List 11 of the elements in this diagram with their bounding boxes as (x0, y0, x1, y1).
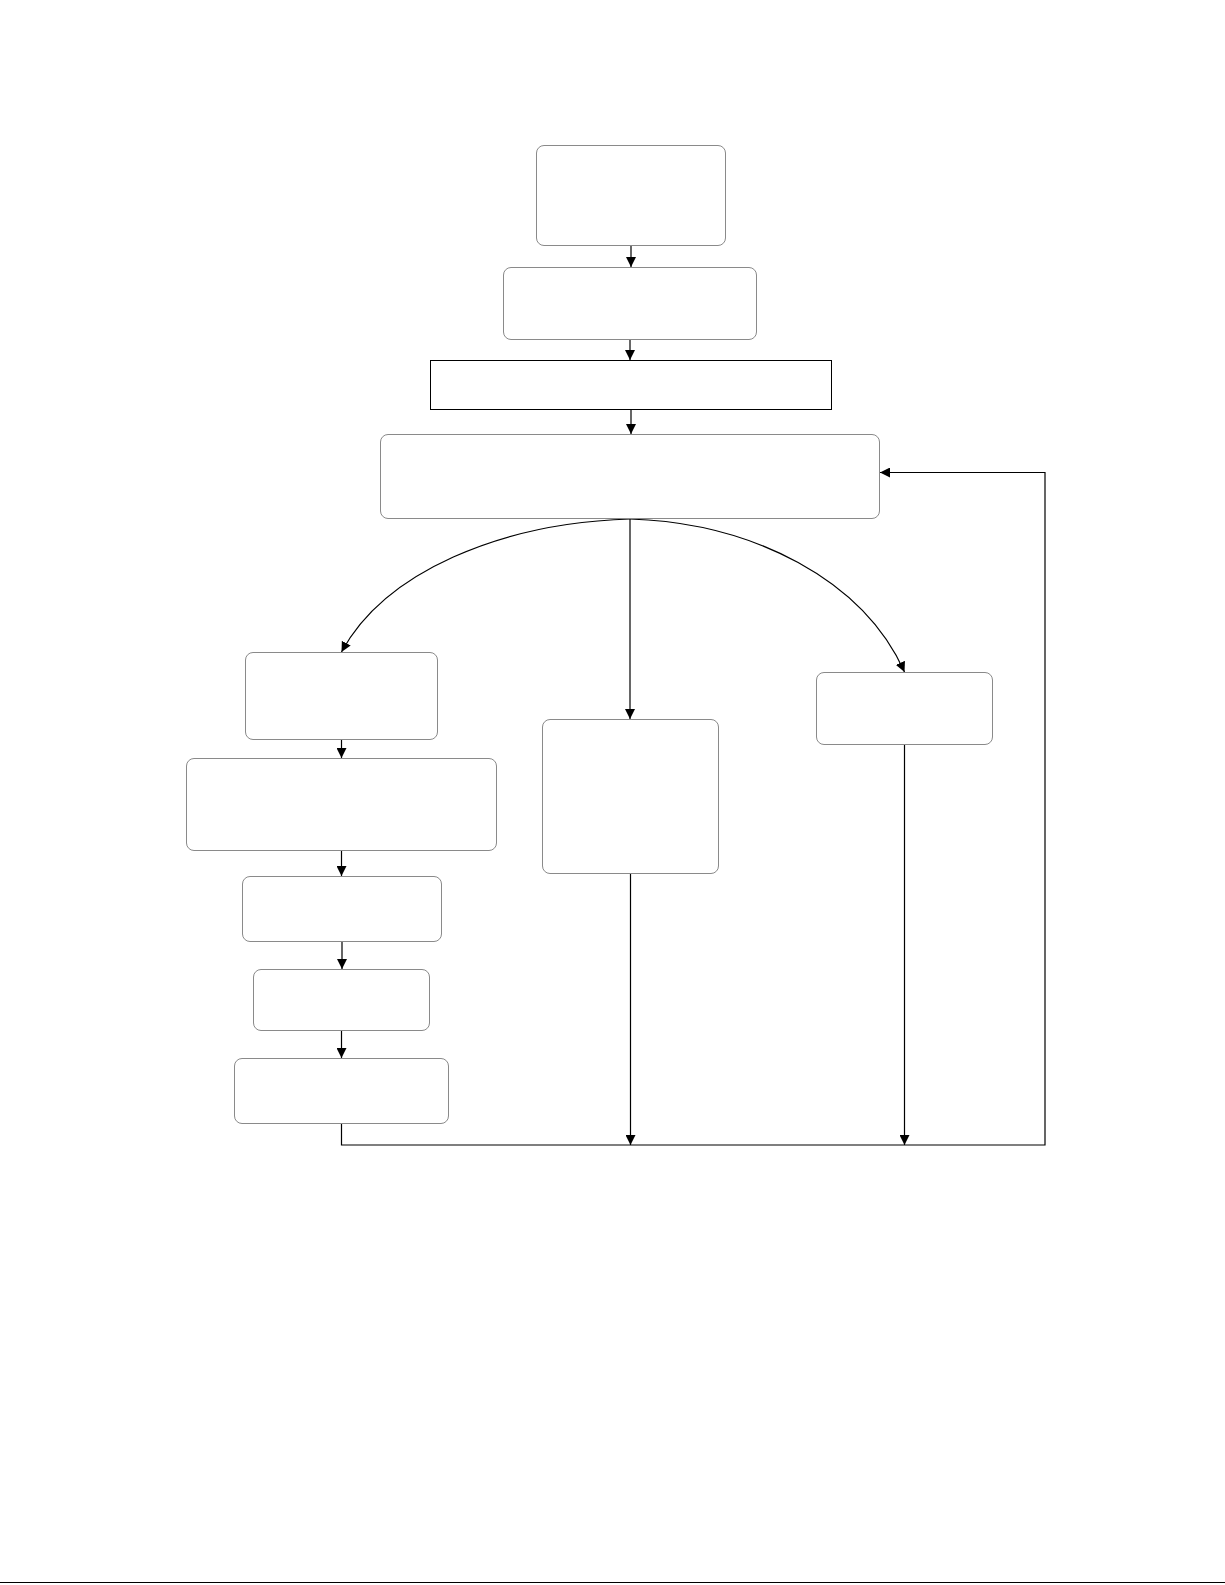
process-box (816, 672, 993, 745)
process-box (242, 876, 442, 942)
process-box (234, 1058, 449, 1124)
process-box (380, 434, 880, 519)
process-box (430, 360, 832, 410)
process-box (542, 719, 719, 874)
process-box (245, 652, 438, 740)
process-box (253, 969, 430, 1031)
process-box (536, 145, 726, 246)
process-box (503, 267, 757, 340)
process-box (186, 758, 497, 851)
